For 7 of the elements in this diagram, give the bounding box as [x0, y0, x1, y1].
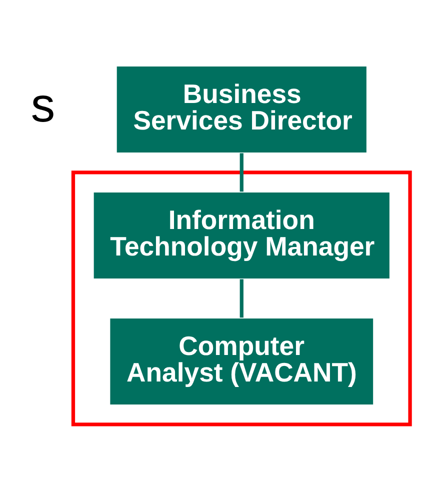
node-box: Information Technology Manager [92, 190, 391, 280]
cluster [71, 170, 412, 426]
node-box: Business Services Director [116, 64, 368, 154]
node-box: Computer Analyst (VACANT) [108, 316, 374, 406]
label: s [30, 78, 56, 132]
connector [240, 152, 244, 192]
connector [240, 278, 244, 318]
